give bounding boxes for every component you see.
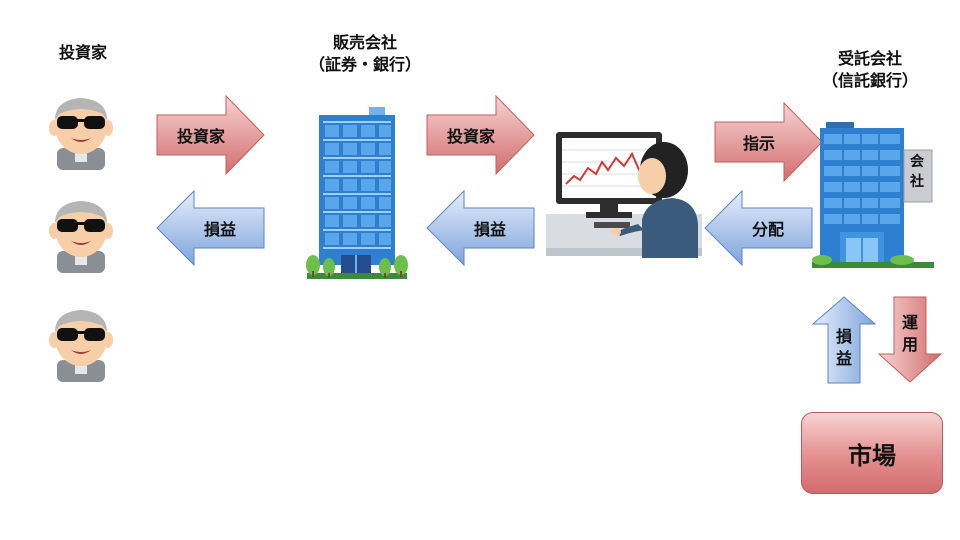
profit-arrow-2 xyxy=(426,189,535,267)
down-operate-arrow xyxy=(877,296,943,383)
trustee-name: 受託会社 xyxy=(837,49,902,68)
investor-icon xyxy=(49,310,113,382)
market-box: 市場 xyxy=(801,412,943,494)
up-profit-arrow xyxy=(811,296,877,384)
up-profit-arrow-label: 損益 xyxy=(835,327,852,368)
instruct-arrow-label: 指示 xyxy=(742,134,775,153)
sales-company-building-icon xyxy=(306,107,408,279)
profit-arrow-1 xyxy=(156,189,265,267)
profit-arrow-2-label: 損益 xyxy=(473,220,506,239)
distribute-arrow xyxy=(704,189,813,267)
instruct-arrow xyxy=(714,101,823,183)
sales-company-label: 販売会社 （証券・銀行） xyxy=(290,32,440,76)
down-operate-arrow-label: 運用 xyxy=(901,313,918,354)
investor-icon xyxy=(49,98,113,170)
investor-icon xyxy=(49,201,113,273)
trustee-type: （信託銀行） xyxy=(821,71,918,90)
trustee-company-building-icon xyxy=(812,122,934,268)
invest-arrow-1 xyxy=(156,94,265,176)
fund-manager-at-computer-icon xyxy=(546,132,702,258)
sales-company-type: （証券・銀行） xyxy=(308,55,421,74)
sales-company-name: 販売会社 xyxy=(332,33,397,52)
profit-arrow-1-label: 損益 xyxy=(203,220,236,239)
invest-arrow-1-label: 投資家 xyxy=(176,127,225,146)
invest-arrow-2 xyxy=(426,94,535,176)
trustee-label: 受託会社 （信託銀行） xyxy=(795,48,945,92)
building-sign-text: 会社 xyxy=(910,154,924,190)
investors-label: 投資家 xyxy=(58,43,107,62)
distribute-arrow-label: 分配 xyxy=(751,220,784,239)
invest-arrow-2-label: 投資家 xyxy=(446,127,495,146)
market-label: 市場 xyxy=(848,441,896,470)
